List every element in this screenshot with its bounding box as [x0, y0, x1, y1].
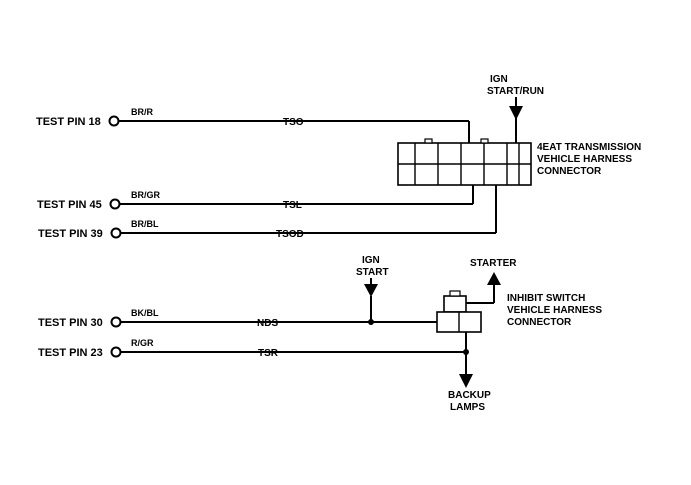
transmission-connector: 4EAT TRANSMISSION VEHICLE HARNESS CONNEC… [397, 138, 641, 186]
test-pin-18-circuit: TEST PIN 18 BR/R TSO [36, 107, 470, 148]
ign-start-label-2: START [356, 267, 389, 278]
inhibit-switch-connector: INHIBIT SWITCH VEHICLE HARNESS CONNECTOR [436, 290, 602, 333]
test-pin-23-label: TEST PIN 23 [38, 347, 103, 359]
ign-start-run-feed: IGN START/RUN [487, 74, 544, 150]
test-pin-18-terminal [108, 115, 120, 127]
backup-lamps-label-2: LAMPS [450, 402, 485, 413]
signal-tsr: TSR [258, 348, 279, 359]
test-pin-45-terminal [109, 198, 121, 210]
wire-color-br-bl: BR/BL [131, 219, 159, 229]
test-pin-23-terminal [110, 346, 122, 358]
trans-connector-label-2: VEHICLE HARNESS [537, 154, 632, 165]
test-pin-45-circuit: TEST PIN 45 BR/GR TSL [37, 185, 474, 211]
test-pin-39-label: TEST PIN 39 [38, 228, 103, 240]
wire-color-br-r: BR/R [131, 107, 153, 117]
test-pin-30-circuit: TEST PIN 30 BK/BL NDS [38, 308, 437, 329]
trans-connector-label-1: 4EAT TRANSMISSION [537, 142, 641, 153]
backup-lamps-output: BACKUP LAMPS [448, 332, 491, 413]
ign-run-label-2: START/RUN [487, 86, 544, 97]
test-pin-23-circuit: TEST PIN 23 R/GR TSR [38, 338, 469, 359]
wire-color-r-gr: R/GR [131, 338, 154, 348]
inhibit-label-2: VEHICLE HARNESS [507, 305, 602, 316]
ign-start-arrow-icon [364, 284, 378, 297]
test-pin-45-label: TEST PIN 45 [37, 199, 102, 211]
inhibit-label-3: CONNECTOR [507, 317, 572, 328]
wire-color-bk-bl: BK/BL [131, 308, 159, 318]
wire-color-br-gr: BR/GR [131, 190, 161, 200]
ign-run-label-1: IGN [490, 74, 508, 85]
test-pin-30-terminal [110, 316, 122, 328]
test-pin-18-label: TEST PIN 18 [36, 116, 101, 128]
signal-tsl: TSL [283, 200, 302, 211]
ign-start-label-1: IGN [362, 255, 380, 266]
starter-label: STARTER [470, 258, 517, 269]
ign-start-feed: IGN START [356, 255, 389, 325]
ign-run-arrow-icon [509, 106, 523, 120]
splice-dot-icon [368, 319, 374, 325]
signal-tso: TSO [283, 117, 304, 128]
backup-lamps-arrow-icon [459, 374, 473, 388]
test-pin-30-label: TEST PIN 30 [38, 317, 103, 329]
test-pin-39-terminal [110, 227, 122, 239]
backup-lamps-label-1: BACKUP [448, 390, 491, 401]
signal-tsod: TSOD [276, 229, 304, 240]
starter-output: STARTER [466, 258, 517, 304]
signal-nds: NDS [257, 318, 278, 329]
test-pin-39-circuit: TEST PIN 39 BR/BL TSOD [38, 185, 497, 240]
inhibit-label-1: INHIBIT SWITCH [507, 293, 585, 304]
trans-connector-label-3: CONNECTOR [537, 166, 602, 177]
starter-arrow-icon [487, 272, 501, 285]
